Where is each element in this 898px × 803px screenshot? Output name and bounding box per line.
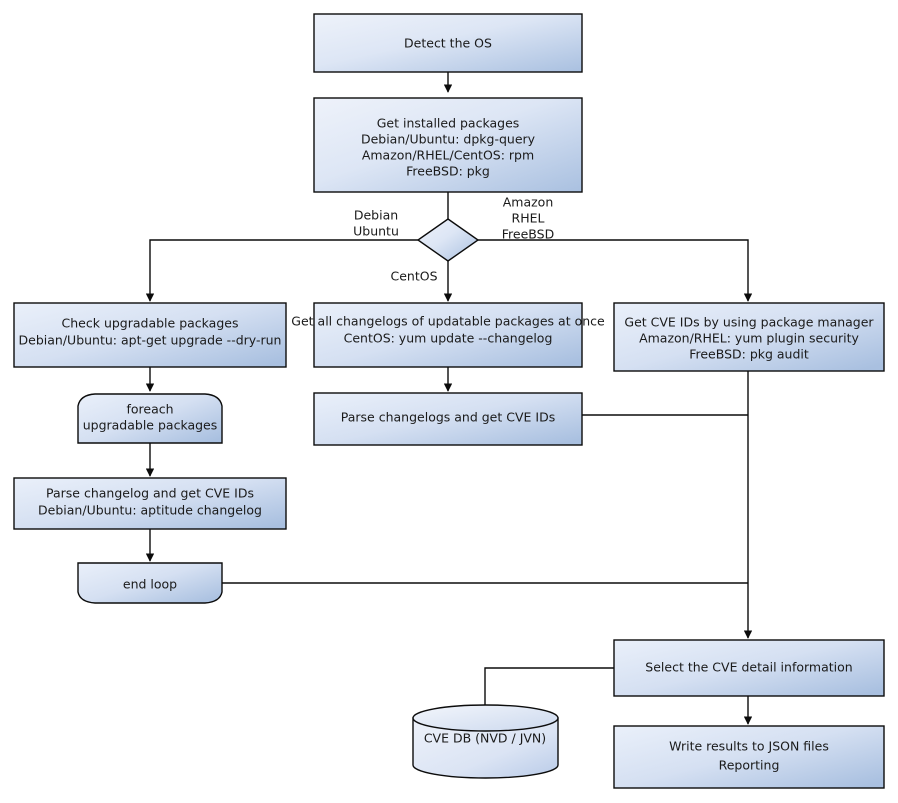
node-get-installed-packages-line-2: Amazon/RHEL/CentOS: rpm	[362, 148, 534, 163]
edge-label-amazon-rhel-freebsd-line-2: FreeBSD	[502, 227, 554, 242]
connector-decision-to-check-upgradable	[145, 239, 418, 302]
edge-label-amazon-rhel-freebsd-line-1: RHEL	[512, 211, 545, 226]
connector-layer	[145, 72, 753, 725]
edge-label-amazon-rhel-freebsd: Amazon RHEL FreeBSD	[502, 195, 554, 242]
node-write-results-line-0: Write results to JSON files	[669, 739, 829, 754]
node-get-installed-packages[interactable]: Get installed packages Debian/Ubuntu: dp…	[313, 97, 583, 193]
node-get-all-changelogs[interactable]: Get all changelogs of updatable packages…	[291, 302, 605, 368]
node-write-results-line-1: Reporting	[719, 758, 780, 773]
node-get-cve-ids-package-manager-line-2: FreeBSD: pkg audit	[689, 347, 809, 362]
node-detect-os-line-0: Detect the OS	[404, 36, 492, 51]
node-get-all-changelogs-line-0: Get all changelogs of updatable packages…	[291, 314, 605, 329]
node-detect-os[interactable]: Detect the OS	[313, 13, 583, 73]
edge-label-centos: CentOS	[390, 269, 437, 284]
node-get-all-changelogs-line-1: CentOS: yum update --changelog	[344, 331, 553, 346]
node-end-loop[interactable]: end loop	[77, 562, 223, 604]
node-parse-changelog-get-cve-ids-line-1: Debian/Ubuntu: aptitude changelog	[38, 503, 262, 518]
node-parse-changelog-get-cve-ids[interactable]: Parse changelog and get CVE IDs Debian/U…	[13, 477, 287, 530]
node-cve-database-line-0: CVE DB (NVD / JVN)	[424, 731, 546, 746]
connector-decision-to-get-cve-ids	[478, 239, 753, 302]
node-get-cve-ids-package-manager[interactable]: Get CVE IDs by using package manager Ama…	[613, 302, 885, 372]
node-check-upgradable-packages-line-0: Check upgradable packages	[62, 316, 239, 331]
node-check-upgradable-packages[interactable]: Check upgradable packages Debian/Ubuntu:…	[13, 302, 287, 368]
node-end-loop-line-0: end loop	[123, 577, 177, 592]
edge-label-amazon-rhel-freebsd-line-0: Amazon	[503, 195, 554, 210]
node-os-decision[interactable]	[416, 218, 480, 262]
node-get-cve-ids-package-manager-line-1: Amazon/RHEL: yum plugin security	[639, 331, 859, 346]
node-foreach-loop-start[interactable]: foreach upgradable packages	[77, 393, 223, 444]
node-foreach-loop-start-line-1: upgradable packages	[83, 418, 218, 433]
node-get-cve-ids-package-manager-line-0: Get CVE IDs by using package manager	[624, 315, 874, 330]
node-select-cve-detail[interactable]: Select the CVE detail information	[613, 639, 885, 697]
node-parse-changelogs-get-cve-ids-line-0: Parse changelogs and get CVE IDs	[341, 410, 555, 425]
node-parse-changelogs-get-cve-ids[interactable]: Parse changelogs and get CVE IDs	[313, 392, 583, 446]
node-write-results[interactable]: Write results to JSON files Reporting	[613, 725, 885, 789]
node-get-installed-packages-line-1: Debian/Ubuntu: dpkg-query	[361, 132, 536, 147]
node-get-installed-packages-line-0: Get installed packages	[377, 116, 520, 131]
connector-select-to-database	[484, 667, 614, 709]
node-parse-changelog-get-cve-ids-line-0: Parse changelog and get CVE IDs	[46, 486, 254, 501]
node-cve-database[interactable]: CVE DB (NVD / JVN)	[412, 704, 559, 779]
node-select-cve-detail-line-0: Select the CVE detail information	[645, 660, 852, 675]
edge-label-debian-ubuntu-line-1: Ubuntu	[353, 224, 399, 239]
node-foreach-loop-start-line-0: foreach	[126, 402, 173, 417]
edge-label-debian-ubuntu: Debian Ubuntu	[353, 208, 399, 239]
edge-label-centos-line-0: CentOS	[390, 269, 437, 284]
node-get-installed-packages-line-3: FreeBSD: pkg	[406, 164, 490, 179]
edge-label-debian-ubuntu-line-0: Debian	[354, 208, 398, 223]
node-check-upgradable-packages-line-1: Debian/Ubuntu: apt-get upgrade --dry-run	[19, 333, 282, 348]
